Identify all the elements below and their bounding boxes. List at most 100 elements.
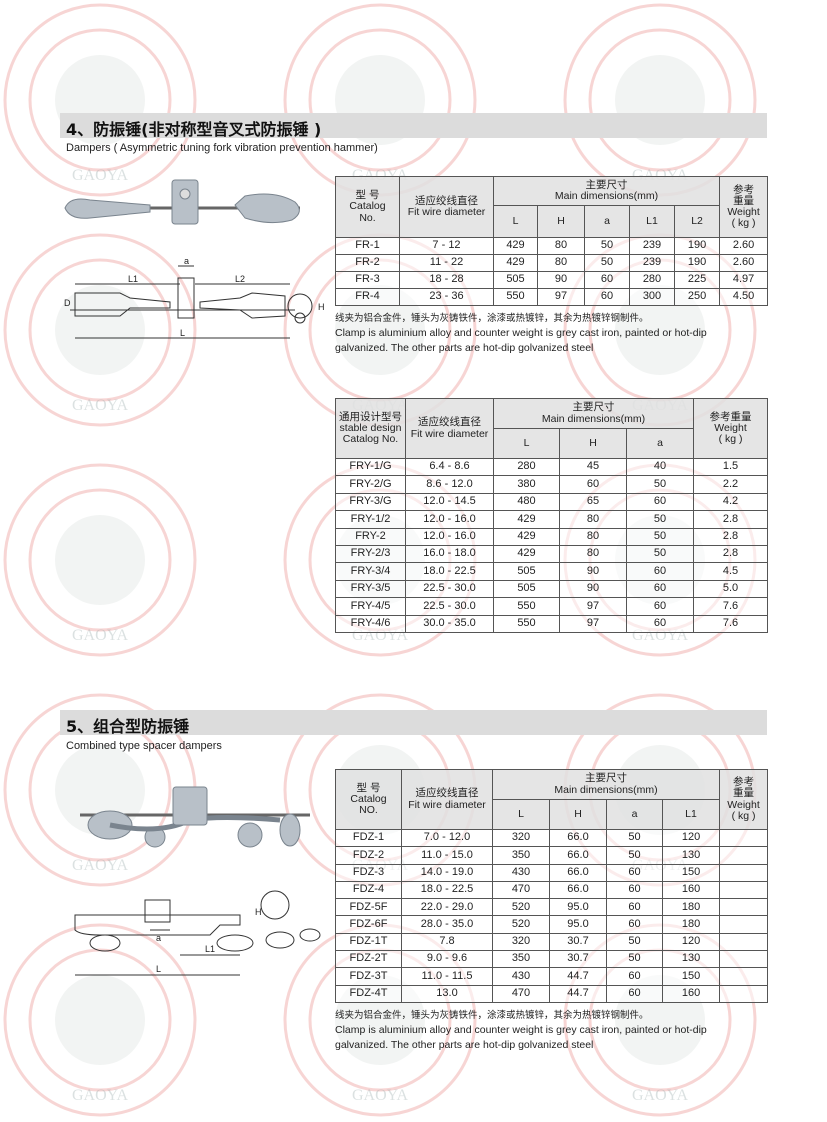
table-cell: FRY-1/G (335, 457, 406, 477)
table-cell: 97 (559, 614, 627, 633)
table-cell: FDZ-5F (335, 898, 402, 917)
column-header-l2: L2 (673, 205, 721, 238)
table-cell: 14.0 - 19.0 (401, 863, 493, 882)
table-cell: 60 (584, 271, 630, 289)
table-cell: FDZ-3T (335, 967, 402, 986)
table-cell: 130 (661, 846, 721, 865)
table-cell: 28.0 - 35.0 (401, 915, 493, 934)
table-cell: 22.5 - 30.0 (405, 579, 494, 599)
table-cell: 429 (493, 237, 538, 255)
table-cell: 239 (629, 237, 675, 255)
table-cell: 2.60 (719, 237, 769, 255)
table-cell: FRY-2/G (335, 475, 406, 494)
table-cell: 13.0 (401, 984, 493, 1003)
table-cell: 429 (493, 510, 560, 529)
table-cell: 280 (629, 271, 675, 289)
table-cell: 120 (661, 828, 721, 848)
stamp-ring (28, 488, 172, 632)
table-cell: 4.97 (719, 271, 769, 289)
table-cell (719, 828, 769, 848)
column-header-h: H (537, 205, 585, 238)
table-cell: 50 (625, 510, 695, 529)
label-L: L (180, 328, 185, 338)
table-cell: 7 - 12 (399, 237, 494, 255)
table-cell: 12.0 - 14.5 (405, 492, 494, 512)
table-cell (719, 915, 769, 934)
table-cell: 44.7 (549, 984, 607, 1003)
table-cell: 7.0 - 12.0 (401, 828, 493, 848)
label-L1: L1 (128, 274, 138, 284)
table-cell: 120 (661, 932, 721, 952)
table-cell: 60 (625, 597, 695, 616)
column-header-a: a (625, 428, 695, 459)
table-cell: 60 (559, 475, 627, 494)
table-cell: FDZ-1 (335, 828, 402, 848)
table-cell: 550 (493, 614, 560, 633)
table-cell: 66.0 (549, 828, 607, 848)
table-cell: 66.0 (549, 863, 607, 882)
table-cell: 12.0 - 16.0 (405, 510, 494, 529)
table-cell: 9.0 - 9.6 (401, 950, 493, 969)
table-cell: FRY-4/5 (335, 597, 406, 616)
table-cell: 80 (559, 527, 627, 546)
label-a: a (184, 256, 189, 266)
table-cell: FRY-3/4 (335, 562, 406, 581)
table-cell: 66.0 (549, 846, 607, 865)
table-cell: 60 (625, 492, 695, 512)
stamp-ring (3, 463, 197, 657)
table-cell: 90 (559, 579, 627, 599)
table-cell: 60 (606, 915, 663, 934)
table-cell: 320 (492, 828, 550, 848)
table-cell: 50 (584, 237, 630, 255)
table-cell: 350 (492, 950, 550, 969)
table-cell: 60 (606, 967, 663, 986)
table-cell: 30.7 (549, 950, 607, 969)
label-L2: L2 (235, 274, 245, 284)
table-cell: 4.50 (719, 288, 769, 306)
table-cell: 12.0 - 16.0 (405, 527, 494, 546)
table-cell: FR-2 (335, 254, 400, 272)
table-cell: 50 (584, 254, 630, 272)
table-cell: 60 (625, 562, 695, 581)
table-cell: 50 (606, 828, 663, 848)
table-cell: 6.4 - 8.6 (405, 457, 494, 477)
table-cell: 80 (537, 254, 585, 272)
spacer-damper-photo (80, 786, 310, 848)
table-cell (719, 984, 769, 1003)
table-cell: 7.6 (693, 597, 769, 616)
table-cell: 95.0 (549, 915, 607, 934)
table-cell: 97 (537, 288, 585, 306)
table-cell: 50 (606, 846, 663, 865)
section-4-subtitle: Dampers ( Asymmetric tuning fork vibrati… (66, 142, 378, 154)
table-cell: 1.5 (693, 457, 769, 477)
table-cell: 150 (661, 863, 721, 882)
stamp-text: GAOYA (72, 1087, 128, 1104)
table-cell: 2.60 (719, 254, 769, 272)
table-cell: 16.0 - 18.0 (405, 544, 494, 564)
table-cell: FRY-2/3 (335, 544, 406, 564)
table-cell: 470 (492, 984, 550, 1003)
table-cell: 4.2 (693, 492, 769, 512)
table-cell: 429 (493, 254, 538, 272)
label-H: H (318, 302, 325, 312)
table-cell: 180 (661, 915, 721, 934)
section-5-note: 线夹为铝合金件，锤头为灰铸铁件，涂漆或热镀锌，其余为热镀锌钢制件。Clamp i… (335, 1010, 707, 1051)
table-cell: 225 (673, 271, 721, 289)
